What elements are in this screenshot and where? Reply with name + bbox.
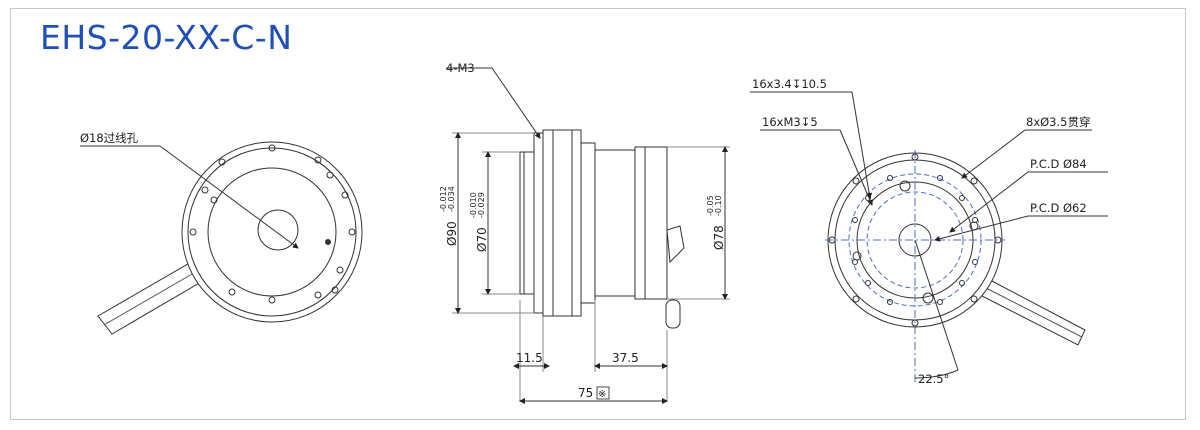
left-mount-holes: [189, 144, 356, 304]
right-pcd84-holes: [852, 175, 978, 305]
reference-mark: ※: [598, 389, 606, 400]
holes-16-m3-label: 16xM3↧5: [762, 115, 818, 129]
thread-label: 4-M3: [446, 61, 475, 75]
through-holes-label: 8xØ3.5贯穿: [1026, 115, 1090, 129]
dia-70-group: Ø70 -0.010 -0.029: [469, 192, 489, 252]
dia-90-label: Ø90: [445, 221, 459, 246]
dia-78-tol-lower: -0.10: [714, 195, 723, 216]
dia-70-tol-upper: -0.010: [469, 192, 478, 218]
right-through-holes: [828, 153, 1002, 327]
drawing-title: EHS-20-XX-C-N: [40, 18, 293, 57]
through-hole-label: Ø18过线孔: [80, 131, 139, 145]
dia-78-group: Ø78 -0.05 -0.10: [706, 195, 726, 250]
dia-90-group: Ø90 -0.012 -0.034: [439, 186, 459, 246]
dia-70-label: Ø70: [475, 227, 489, 252]
left-view: [80, 141, 363, 335]
dia-78-label: Ø78: [712, 225, 726, 250]
dia-78-tol-upper: -0.05: [706, 195, 715, 216]
length-75: 75: [578, 386, 593, 400]
pcd-84-label: P.C.D Ø84: [1030, 157, 1087, 171]
pcd-62-label: P.C.D Ø62: [1030, 201, 1087, 215]
reference-box: [596, 386, 610, 400]
angle-label: 22.5°: [918, 372, 949, 386]
dia-70-tol-lower: -0.029: [477, 192, 486, 218]
dia-90-tol-lower: -0.034: [447, 186, 456, 212]
length-37-5: 37.5: [612, 351, 639, 365]
holes-16-deep-label: 16x3.4↧10.5: [752, 77, 827, 91]
side-view: [446, 67, 730, 404]
right-view: [750, 91, 1108, 385]
length-11-5: 11.5: [516, 351, 543, 365]
dia-90-tol-upper: -0.012: [439, 186, 448, 212]
